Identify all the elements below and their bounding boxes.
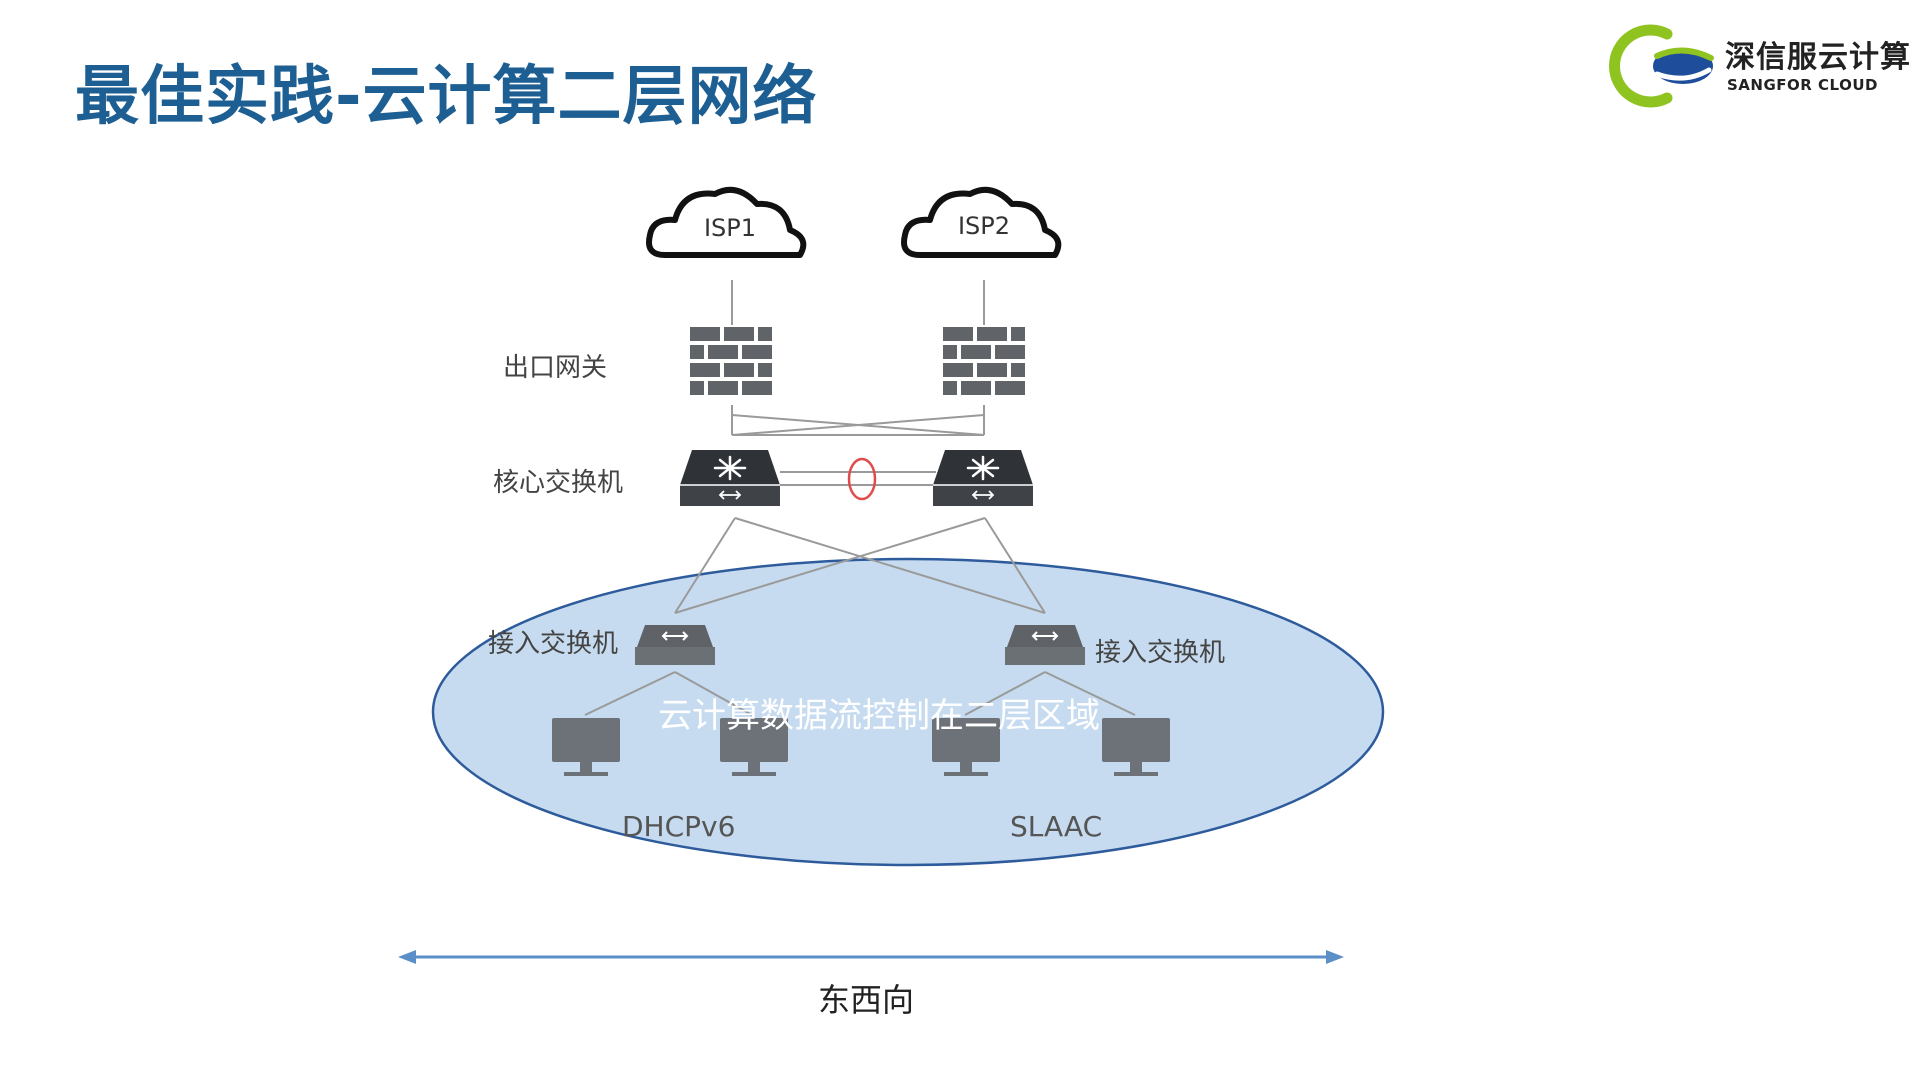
stack-ring-icon bbox=[847, 457, 877, 501]
sangfor-cloud-logo: 深信服云计算 SANGFOR CLOUD bbox=[1605, 18, 1910, 108]
cloud-icon bbox=[646, 186, 807, 258]
core-switch-icon bbox=[680, 450, 780, 506]
firewall-icon bbox=[943, 327, 1025, 395]
access-switch-label-left: 接入交换机 bbox=[488, 629, 619, 659]
cloud-icon bbox=[901, 186, 1062, 258]
east-west-arrow bbox=[398, 950, 1344, 964]
monitor-icon bbox=[552, 718, 620, 776]
logo-name-cn: 深信服云计算 bbox=[1725, 40, 1911, 75]
monitor-icon bbox=[1102, 718, 1170, 776]
slaac-label: SLAAC bbox=[1010, 810, 1103, 843]
access-switch-icon bbox=[1005, 625, 1085, 665]
core-switch-label: 核心交换机 bbox=[493, 468, 624, 498]
isp1-label: ISP1 bbox=[703, 214, 757, 242]
monitor-icon bbox=[720, 718, 788, 776]
firewall-icon bbox=[690, 327, 772, 395]
east-west-label: 东西向 bbox=[818, 981, 915, 1019]
page-title: 最佳实践-云计算二层网络 bbox=[75, 60, 818, 134]
logo-name-en: SANGFOR CLOUD bbox=[1727, 76, 1878, 94]
connection-lines bbox=[584, 280, 1136, 716]
gateway-label: 出口网关 bbox=[503, 353, 608, 383]
core-switch-icon bbox=[933, 450, 1033, 506]
logo-mark-icon bbox=[1609, 24, 1714, 108]
layer2-zone-label: 云计算数据流控制在二层区域 bbox=[658, 696, 1100, 736]
monitor-icon bbox=[932, 718, 1000, 776]
isp2-label: ISP2 bbox=[957, 212, 1011, 240]
access-switch-icon bbox=[635, 625, 715, 665]
access-switch-label-right: 接入交换机 bbox=[1095, 638, 1226, 668]
dhcpv6-label: DHCPv6 bbox=[622, 810, 736, 843]
